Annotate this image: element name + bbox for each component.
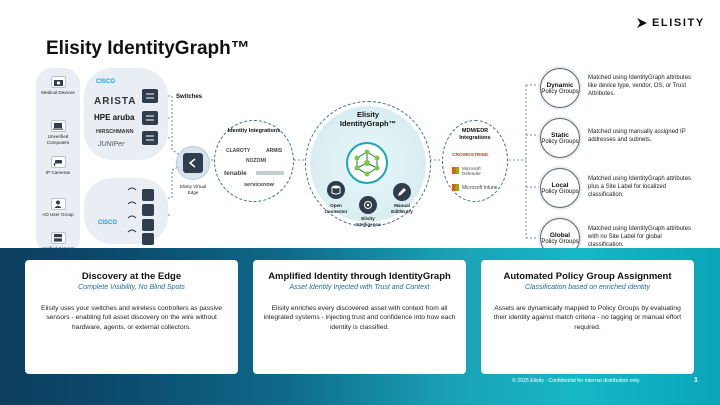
mdm-edr-title: MDM/EDR Integrations [459,128,491,141]
switches-label: Switches [176,94,203,100]
card-subheading: Complete Visibility, No Blind Spots [78,284,185,291]
crowdstrike-logo: CROWDSTRIKE [452,153,489,158]
card-policy: Automated Policy Group Assignment Classi… [481,260,694,374]
security-camera-icon [50,156,66,168]
microsoft-icon [452,167,459,174]
card-heading: Amplified Identity through IdentityGraph [268,271,451,282]
card-body: Elisity enriches every discovered asset … [263,305,456,331]
user-icon [50,198,66,210]
virtual-edge-icon [183,153,203,173]
microsoft-intune-logo: Microsoft Intune [462,185,498,191]
card-heading: Discovery at the Edge [81,271,182,282]
database-icon [327,181,345,199]
static-policy-desc: Matched using manually assigned IP addre… [588,129,686,143]
switch-icon [142,89,158,103]
identity-integrations-title: Identity Integrations [227,128,281,134]
card-body: Elisity uses your switches and wireless … [40,305,222,331]
armis-logo: ARMIS [266,148,283,154]
graph-network-icon [346,142,388,184]
page-number: 1 [694,377,698,384]
device-unverified: Unverified Computers [38,120,78,145]
card-heading: Automated Policy Group Assignment [503,271,672,282]
footer-text: © 2025 Elisity - Confidential for intern… [512,378,641,384]
tenable-logo: tenable [224,170,247,177]
integration-logo [256,171,284,175]
page-title: Elisity IdentityGraph™ [46,38,250,59]
card-identity: Amplified Identity through IdentityGraph… [253,260,466,374]
switch-icon [142,131,158,145]
edit-icon [393,183,411,201]
hirschmann-logo: HIRSCHMANN [96,129,134,135]
switch-icon [142,111,158,125]
intelligence-label: Elisity Intelligence [355,216,381,227]
access-point-icon [142,219,154,231]
dynamic-policy-desc: Matched using IdentityGraph attributes l… [588,75,692,97]
open-connector-label: Open Connector [324,203,348,214]
cisco-logo: CISCO [96,79,116,85]
card-subheading: Classification based on enriched identit… [525,284,650,291]
access-point-icon [142,204,154,216]
device-ad-user: AD User Group [38,198,78,218]
elisity-logo-icon [637,18,647,28]
server-icon [50,232,66,244]
local-policy-desc: Matched using IdentityGraph attributes p… [588,176,692,198]
intelligence-icon [359,196,377,214]
microsoft-icon [452,184,459,191]
global-policy-desc: Matched using IdentityGraph attributes w… [588,226,692,248]
juniper-logo: JUNIPer [98,141,125,148]
card-subheading: Asset Identity Injected with Trust and C… [289,284,430,291]
nozomi-logo: NOZOMI [246,158,266,164]
wireless-vendors-panel [84,178,168,244]
laptop-icon [50,120,66,132]
identity-integrations-ring [214,120,294,202]
elisity-logo: ELISITY [636,17,705,29]
arista-logo: ARISTA [94,96,137,107]
access-point-icon [142,189,154,201]
virtual-edge-label: Elisity Virtual Edge [179,184,207,195]
manual-entry-label: Manual Edit/Entry [391,203,413,214]
claroty-logo: CLAROTY [226,148,251,154]
identitygraph-title: Elisity IdentityGraph™ [339,110,397,128]
card-discovery: Discovery at the Edge Complete Visibilit… [25,260,238,374]
logo-text: ELISITY [652,17,705,29]
access-point-icon [142,233,154,245]
identitygraph-outer-ring [305,101,431,227]
card-body: Assets are dynamically mapped to Policy … [493,305,682,331]
cisco-wireless-logo: CISCO [98,220,118,226]
device-medical: Medical Devices [38,76,78,96]
servicenow-logo: servicenow [244,182,274,188]
device-ip-camera: IP Cameras [38,156,78,176]
wifi-icon [126,186,138,249]
microsoft-defender-logo: Microsoft Defender [462,166,481,177]
camera-icon [50,76,66,88]
hpe-aruba-logo: HPE aruba [94,113,135,122]
